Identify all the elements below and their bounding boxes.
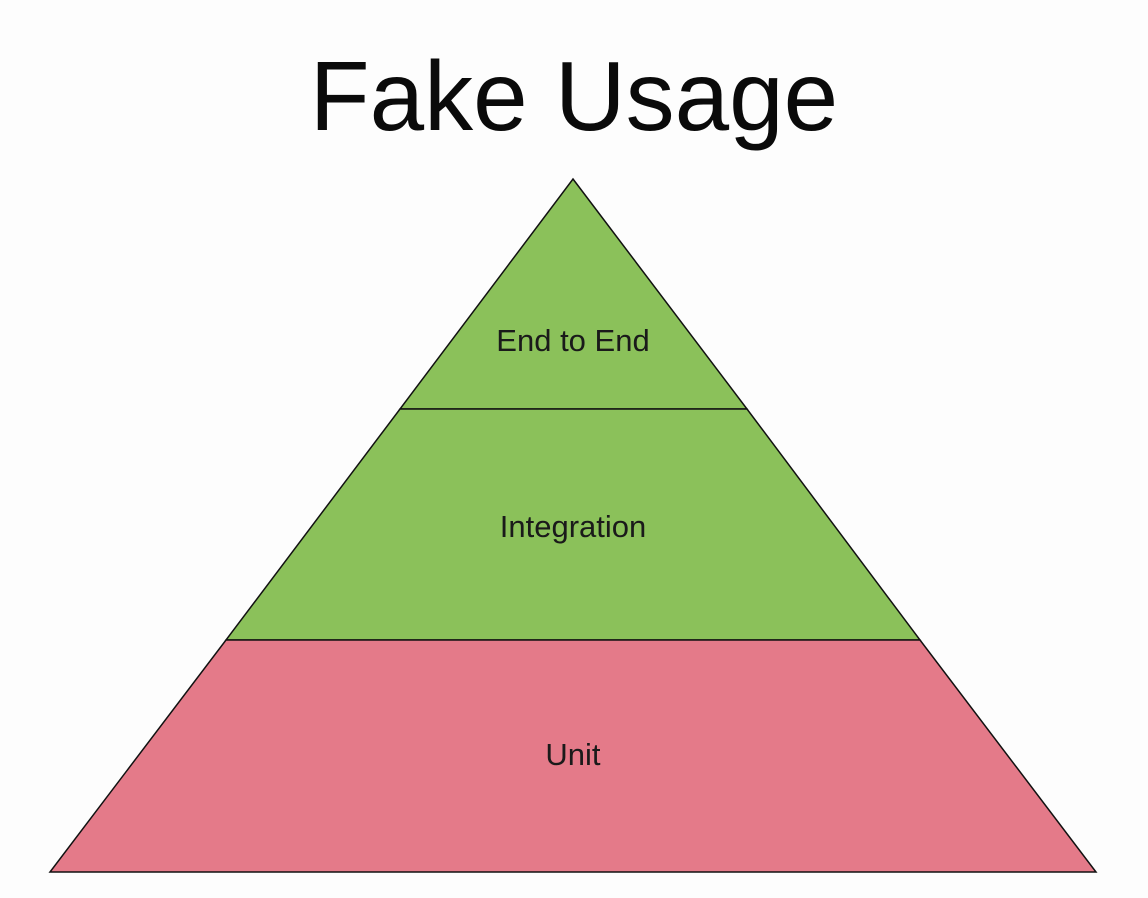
slide-title: Fake Usage xyxy=(309,41,839,151)
pyramid-label-integration: Integration xyxy=(500,509,647,544)
pyramid-layer-end-to-end xyxy=(398,177,749,410)
pyramid-label-unit: Unit xyxy=(545,737,601,772)
pyramid-layer-unit xyxy=(48,639,1098,873)
pyramid-label-end-to-end: End to End xyxy=(496,323,649,358)
